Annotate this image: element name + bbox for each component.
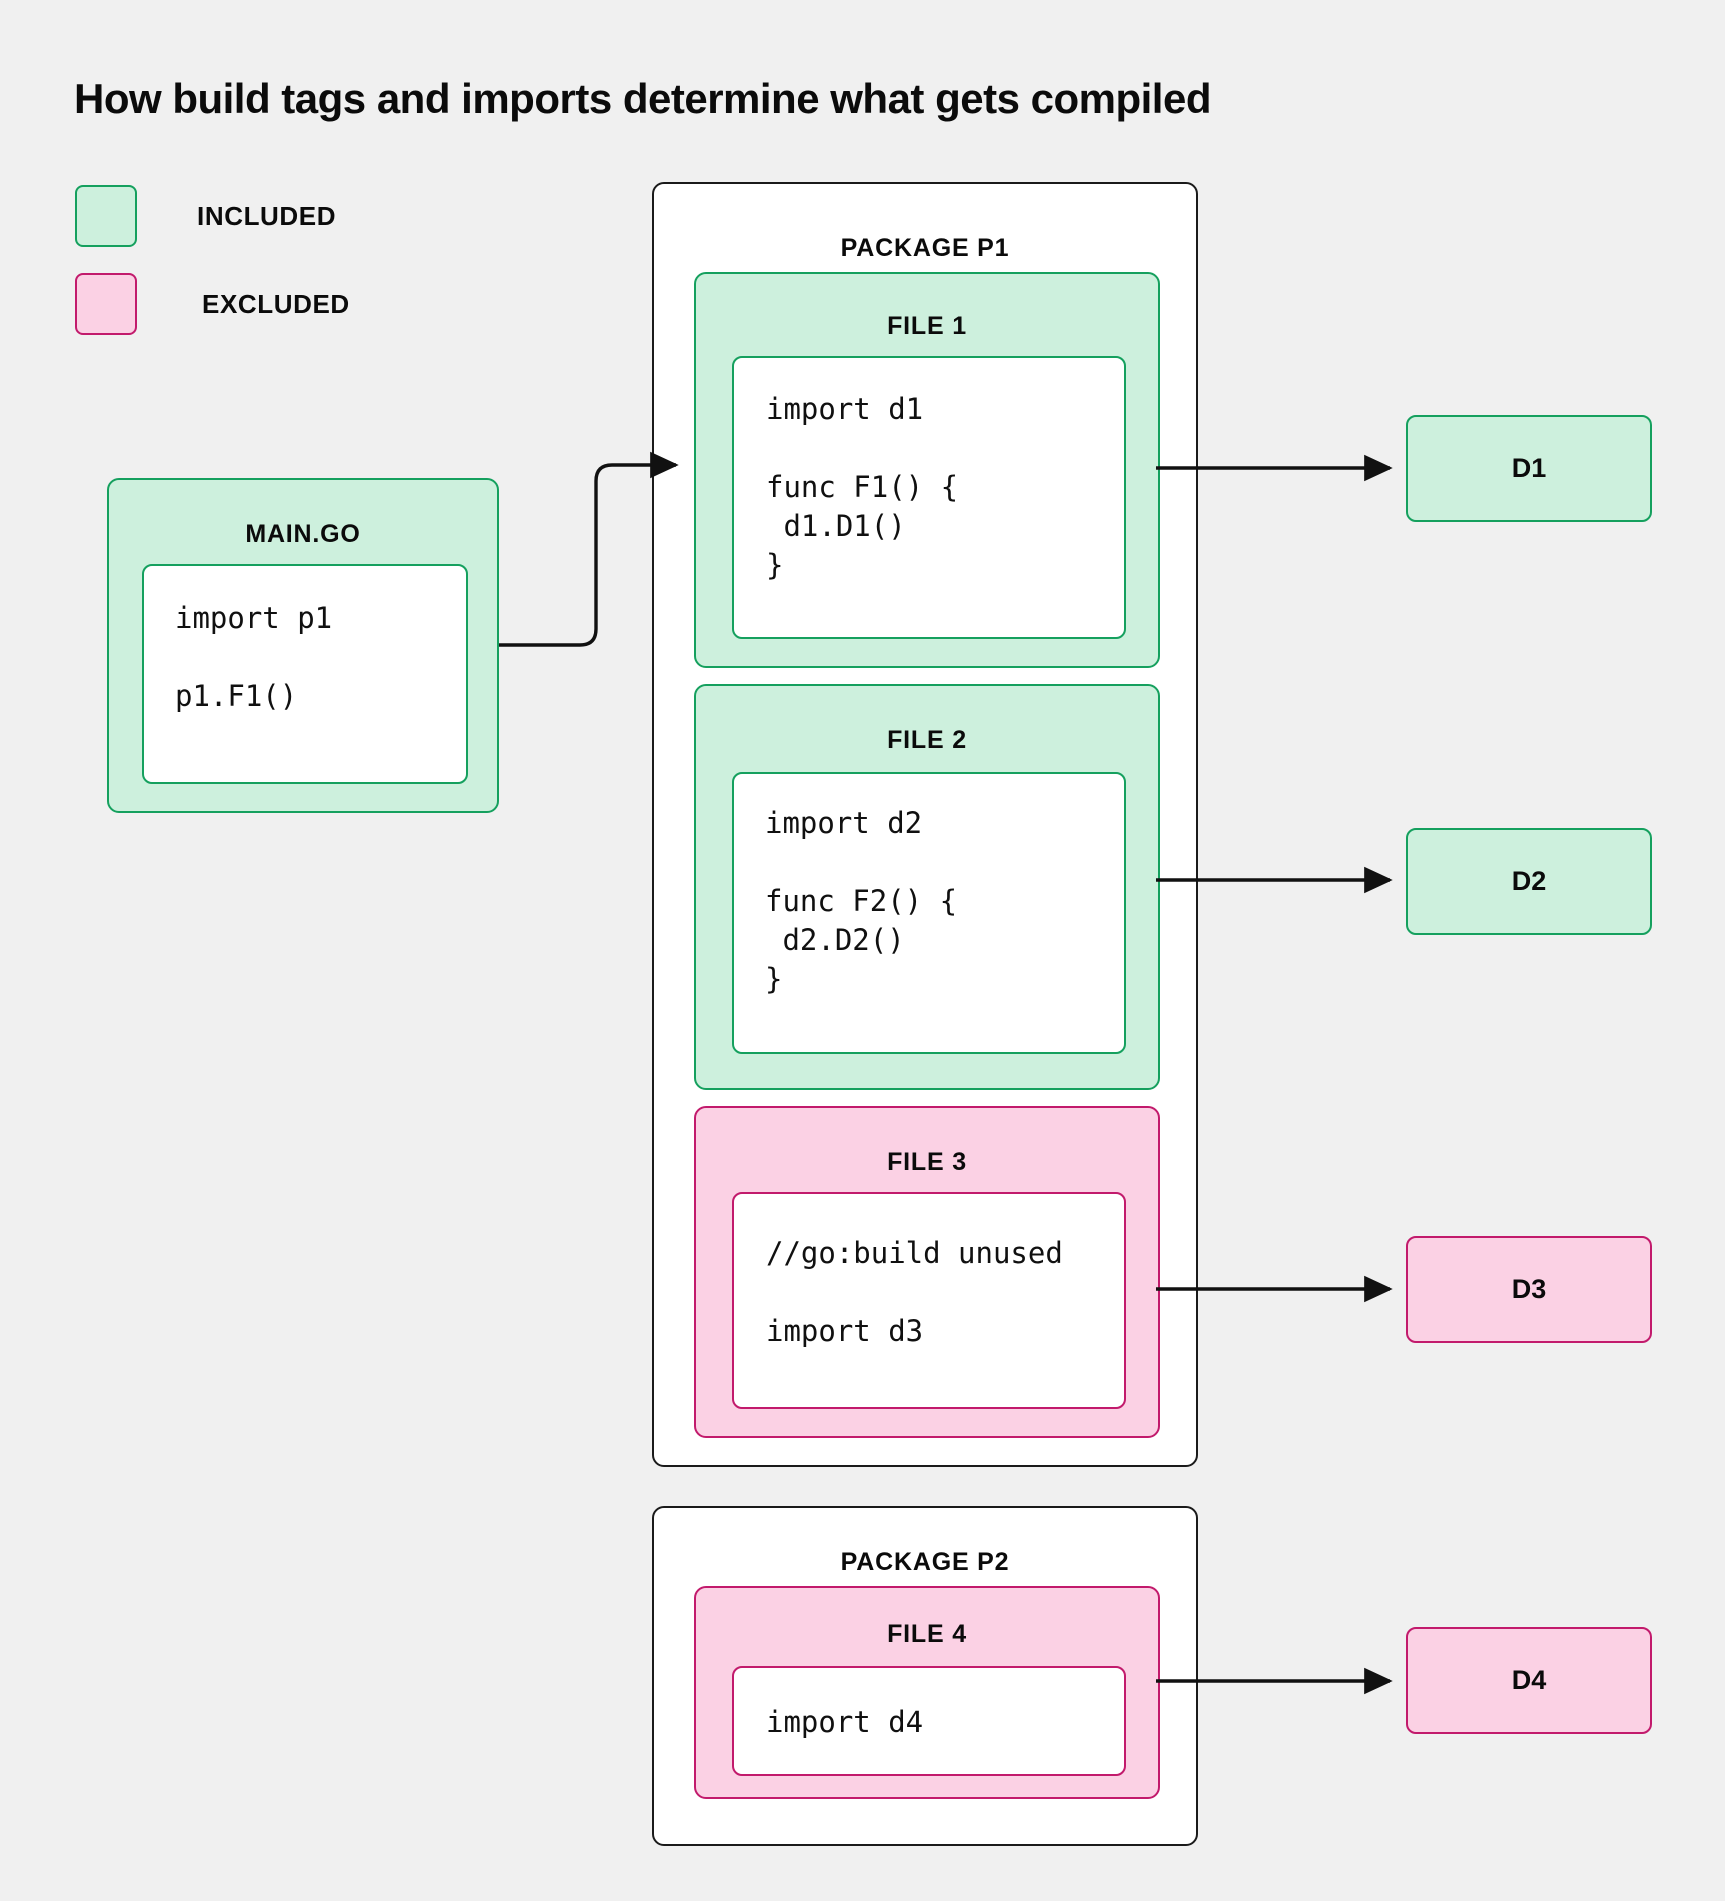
legend-label-included: INCLUDED [197,200,337,231]
legend-swatch-included-icon [75,185,137,247]
container-package-p1: PACKAGE P1 FILE 1 import d1 func F1() { … [652,182,1198,1467]
node-file-2-code: import d2 func F2() { d2.D2() } [765,806,958,996]
package-p1-title: PACKAGE P1 [840,234,1010,262]
node-main-go: MAIN.GO import p1 p1.F1() [107,478,499,813]
node-file-3-title: FILE 3 [887,1148,967,1176]
node-file-4-code: import d4 [766,1705,924,1739]
node-file-4-title: FILE 4 [887,1620,967,1648]
node-main-go-code: import p1 p1.F1() [175,601,333,713]
node-dependency-d3: D3 [1406,1236,1652,1343]
node-file-1-code: import d1 func F1() { d1.D1() } [766,392,959,582]
package-p2-title: PACKAGE P2 [840,1548,1010,1576]
node-file-2-title: FILE 2 [887,726,967,754]
legend-item-included: INCLUDED [75,185,336,247]
node-file-1-code-panel: import d1 func F1() { d1.D1() } [732,356,1126,639]
node-file-2-code-panel: import d2 func F2() { d2.D2() } [732,772,1126,1054]
node-file-2: FILE 2 import d2 func F2() { d2.D2() } [694,684,1160,1090]
node-dependency-d1: D1 [1406,415,1652,522]
node-dependency-d4: D4 [1406,1627,1652,1734]
node-main-go-code-panel: import p1 p1.F1() [142,564,468,784]
node-file-4-code-panel: import d4 [732,1666,1126,1776]
node-main-go-title: MAIN.GO [245,520,361,548]
legend-item-excluded: EXCLUDED [75,273,350,335]
container-package-p2: PACKAGE P2 FILE 4 import d4 [652,1506,1198,1846]
legend-label-excluded: EXCLUDED [202,288,350,319]
page-title: How build tags and imports determine wha… [74,75,1211,122]
node-file-4: FILE 4 import d4 [694,1586,1160,1799]
node-file-3: FILE 3 //go:build unused import d3 [694,1106,1160,1438]
node-dependency-d2: D2 [1406,828,1652,935]
node-file-3-code: //go:build unused import d3 [766,1236,1063,1348]
node-file-1-title: FILE 1 [887,312,967,340]
legend-swatch-excluded-icon [75,273,137,335]
node-file-3-code-panel: //go:build unused import d3 [732,1192,1126,1409]
edge-main-go-to-file-1 [499,451,679,647]
node-file-1: FILE 1 import d1 func F1() { d1.D1() } [694,272,1160,668]
